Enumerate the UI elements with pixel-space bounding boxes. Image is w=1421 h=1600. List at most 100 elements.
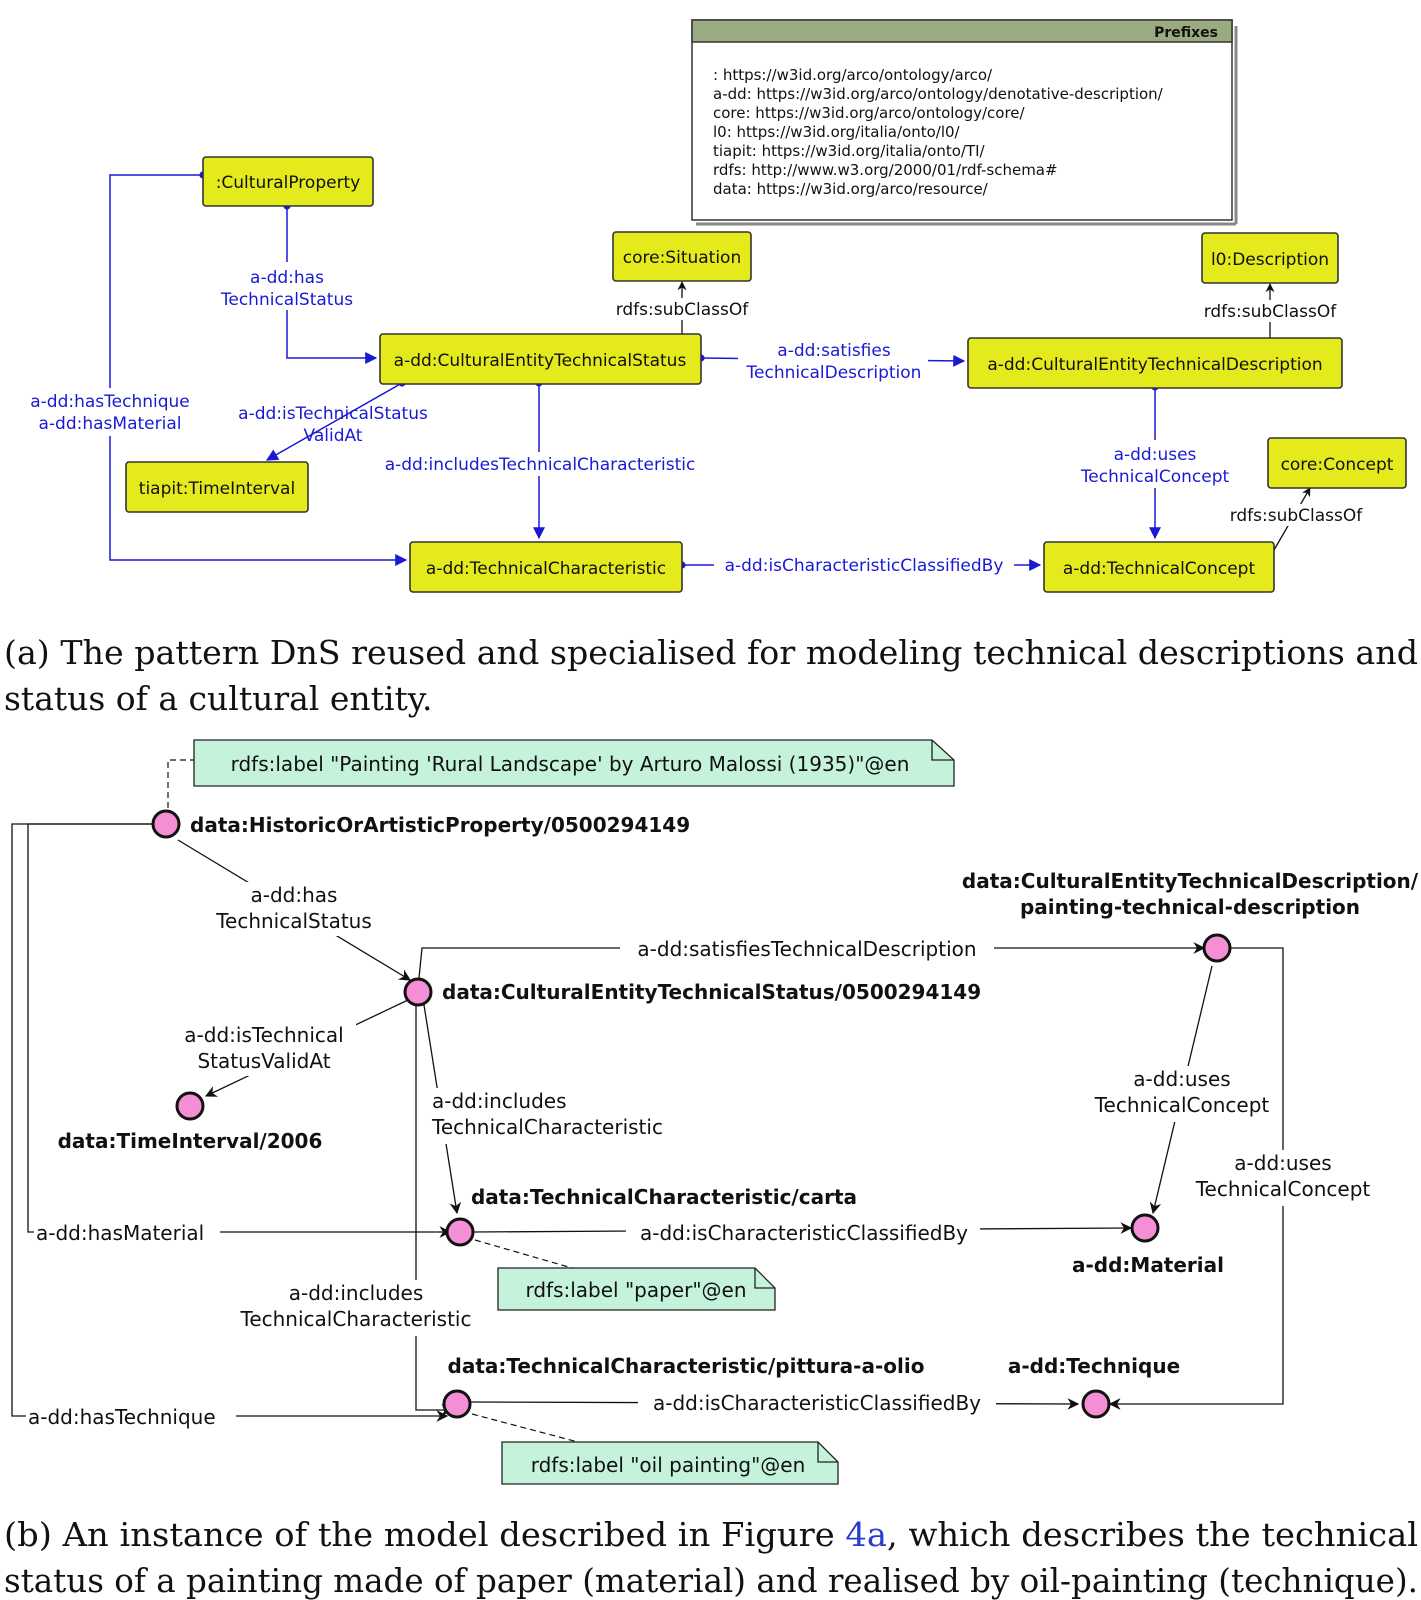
node-pittura bbox=[442, 1389, 472, 1419]
note-paper-label: rdfs:label "paper"@en bbox=[497, 1267, 776, 1311]
prefix-line-add: a-dd: https://w3id.org/arco/ontology/den… bbox=[713, 85, 1164, 103]
label-b-includes-1b: TechnicalCharacteristic bbox=[431, 1115, 663, 1139]
edge-has-technique-material bbox=[109, 171, 408, 566]
label-node-technique: a-dd:Technique bbox=[1008, 1354, 1180, 1378]
label-includes-technical-characteristic: a-dd:includesTechnicalCharacteristic bbox=[385, 455, 696, 475]
label-b-includes-2b: TechnicalCharacteristic bbox=[240, 1307, 472, 1331]
label-node-status: data:CulturalEntityTechnicalStatus/05002… bbox=[442, 980, 981, 1004]
prefixes-header bbox=[691, 19, 1233, 43]
class-technical-concept: a-dd:TechnicalConcept bbox=[1043, 541, 1275, 593]
svg-text:a-dd:TechnicalConcept: a-dd:TechnicalConcept bbox=[1063, 559, 1256, 579]
prefix-line-arco: : https://w3id.org/arco/ontology/arco/ bbox=[713, 66, 993, 84]
caption-b-line1: (b) An instance of the model described i… bbox=[4, 1515, 1418, 1554]
label-node-pittura: data:TechnicalCharacteristic/pittura-a-o… bbox=[448, 1354, 925, 1378]
label-b-has-technique: a-dd:hasTechnique bbox=[28, 1405, 216, 1429]
node-time-interval bbox=[175, 1091, 205, 1121]
label-b-uses-1b: TechnicalConcept bbox=[1094, 1093, 1270, 1117]
label-b-includes-2a: a-dd:includes bbox=[289, 1281, 423, 1305]
class-l0-description: l0:Description bbox=[1201, 232, 1339, 284]
connector-oil-note bbox=[471, 1413, 579, 1443]
class-cultural-property: :CulturalProperty bbox=[202, 156, 374, 207]
part-a-subclass-edges bbox=[677, 281, 1311, 551]
label-has-technical-status-1: a-dd:has bbox=[250, 268, 324, 288]
label-uses-2: TechnicalConcept bbox=[1080, 467, 1230, 487]
class-core-situation: core:Situation bbox=[612, 231, 752, 282]
caption-a: (a) The pattern DnS reused and specialis… bbox=[4, 633, 1418, 718]
node-property bbox=[151, 809, 181, 839]
prefixes-title: Prefixes bbox=[1154, 25, 1218, 41]
prefix-line-tiapit: tiapit: https://w3id.org/italia/onto/TI/ bbox=[713, 142, 986, 160]
label-classified-by: a-dd:isCharacteristicClassifiedBy bbox=[725, 556, 1004, 576]
figure-reference-link[interactable]: 4a bbox=[845, 1515, 887, 1554]
label-b-includes-1a: a-dd:includes bbox=[432, 1089, 566, 1113]
prefix-line-rdfs: rdfs: http://www.w3.org/2000/01/rdf-sche… bbox=[713, 161, 1058, 179]
svg-text:rdfs:label "oil painting"@en: rdfs:label "oil painting"@en bbox=[531, 1453, 806, 1477]
connector-painting-note bbox=[167, 759, 194, 808]
prefix-line-l0: l0: https://w3id.org/italia/onto/l0/ bbox=[713, 123, 961, 141]
label-valid-at-1: a-dd:isTechnicalStatus bbox=[238, 404, 428, 424]
class-technical-characteristic: a-dd:TechnicalCharacteristic bbox=[409, 541, 683, 593]
svg-text:core:Situation: core:Situation bbox=[623, 248, 742, 268]
part-a-diagram: Prefixes : https://w3id.org/arco/ontolog… bbox=[22, 19, 1407, 593]
label-b-has-status-1: a-dd:has bbox=[251, 883, 338, 907]
label-b-valid-at-1: a-dd:isTechnical bbox=[184, 1023, 343, 1047]
connector-paper-note bbox=[474, 1239, 573, 1269]
label-subclass-situation: rdfs:subClassOf bbox=[616, 300, 750, 320]
part-b-edge-labels: a-dd:has TechnicalStatus a-dd:satisfiesT… bbox=[26, 882, 1380, 1430]
class-core-concept: core:Concept bbox=[1267, 437, 1407, 489]
caption-a-line2: status of a cultural entity. bbox=[4, 679, 432, 718]
label-node-description-2: painting-technical-description bbox=[1020, 895, 1360, 919]
part-b-diagram: rdfs:label "Painting 'Rural Landscape' b… bbox=[11, 739, 1419, 1485]
svg-text:a-dd:CulturalEntityTechnicalDe: a-dd:CulturalEntityTechnicalDescription bbox=[987, 355, 1322, 375]
label-has-material: a-dd:hasMaterial bbox=[39, 414, 182, 434]
edge-is-technical-status-valid-at bbox=[265, 379, 406, 461]
svg-text:core:Concept: core:Concept bbox=[1281, 455, 1394, 475]
label-b-classified-1: a-dd:isCharacteristicClassifiedBy bbox=[640, 1221, 968, 1245]
label-b-uses-2b: TechnicalConcept bbox=[1195, 1177, 1371, 1201]
label-valid-at-2: ValidAt bbox=[304, 426, 363, 446]
svg-text:rdfs:label "paper"@en: rdfs:label "paper"@en bbox=[525, 1278, 746, 1302]
class-time-interval: tiapit:TimeInterval bbox=[125, 461, 309, 513]
label-b-uses-1a: a-dd:uses bbox=[1133, 1067, 1230, 1091]
label-b-has-status-2: TechnicalStatus bbox=[215, 909, 372, 933]
caption-b: (b) An instance of the model described i… bbox=[4, 1515, 1418, 1600]
label-node-property: data:HistoricOrArtisticProperty/05002941… bbox=[190, 813, 690, 837]
node-carta bbox=[445, 1217, 475, 1247]
caption-b-pre: (b) An instance of the model described i… bbox=[4, 1515, 845, 1554]
node-description bbox=[1202, 933, 1232, 963]
node-material bbox=[1130, 1213, 1160, 1243]
label-b-satisfies: a-dd:satisfiesTechnicalDescription bbox=[637, 937, 976, 961]
part-a-edge-labels: a-dd:has TechnicalStatus a-dd:hasTechniq… bbox=[22, 262, 1370, 578]
label-subclass-concept: rdfs:subClassOf bbox=[1230, 506, 1364, 526]
label-node-description-1: data:CulturalEntityTechnicalDescription/ bbox=[962, 869, 1419, 893]
node-technique bbox=[1081, 1389, 1111, 1419]
caption-b-post: , which describes the technical bbox=[887, 1515, 1418, 1554]
label-b-uses-2a: a-dd:uses bbox=[1234, 1151, 1331, 1175]
svg-text:rdfs:label "Painting 'Rural La: rdfs:label "Painting 'Rural Landscape' b… bbox=[231, 752, 910, 776]
note-painting-label: rdfs:label "Painting 'Rural Landscape' b… bbox=[193, 739, 955, 787]
label-node-carta: data:TechnicalCharacteristic/carta bbox=[471, 1185, 857, 1209]
label-subclass-description: rdfs:subClassOf bbox=[1204, 302, 1338, 322]
class-technical-description: a-dd:CulturalEntityTechnicalDescription bbox=[967, 337, 1343, 389]
node-status bbox=[403, 977, 433, 1007]
note-oil-label: rdfs:label "oil painting"@en bbox=[501, 1441, 839, 1485]
svg-text:l0:Description: l0:Description bbox=[1211, 250, 1329, 270]
caption-b-line2: status of a painting made of paper (mate… bbox=[4, 1561, 1418, 1600]
label-has-technical-status-2: TechnicalStatus bbox=[220, 290, 353, 310]
label-satisfies-1: a-dd:satisfies bbox=[777, 341, 891, 361]
prefix-line-core: core: https://w3id.org/arco/ontology/cor… bbox=[713, 104, 1026, 122]
class-technical-status: a-dd:CulturalEntityTechnicalStatus bbox=[379, 333, 702, 385]
label-b-has-material: a-dd:hasMaterial bbox=[36, 1221, 204, 1245]
label-node-time-interval: data:TimeInterval/2006 bbox=[58, 1129, 323, 1153]
prefixes-box: Prefixes : https://w3id.org/arco/ontolog… bbox=[691, 19, 1238, 226]
label-satisfies-2: TechnicalDescription bbox=[746, 363, 922, 383]
svg-text:a-dd:TechnicalCharacteristic: a-dd:TechnicalCharacteristic bbox=[426, 559, 666, 579]
svg-text::CulturalProperty: :CulturalProperty bbox=[216, 173, 361, 193]
svg-text:tiapit:TimeInterval: tiapit:TimeInterval bbox=[139, 479, 295, 499]
label-has-technique: a-dd:hasTechnique bbox=[30, 392, 190, 412]
prefix-line-data: data: https://w3id.org/arco/resource/ bbox=[713, 180, 989, 198]
caption-a-line1: (a) The pattern DnS reused and specialis… bbox=[4, 633, 1418, 672]
svg-text:a-dd:CulturalEntityTechnicalSt: a-dd:CulturalEntityTechnicalStatus bbox=[394, 351, 687, 371]
label-b-valid-at-2: StatusValidAt bbox=[197, 1049, 330, 1073]
